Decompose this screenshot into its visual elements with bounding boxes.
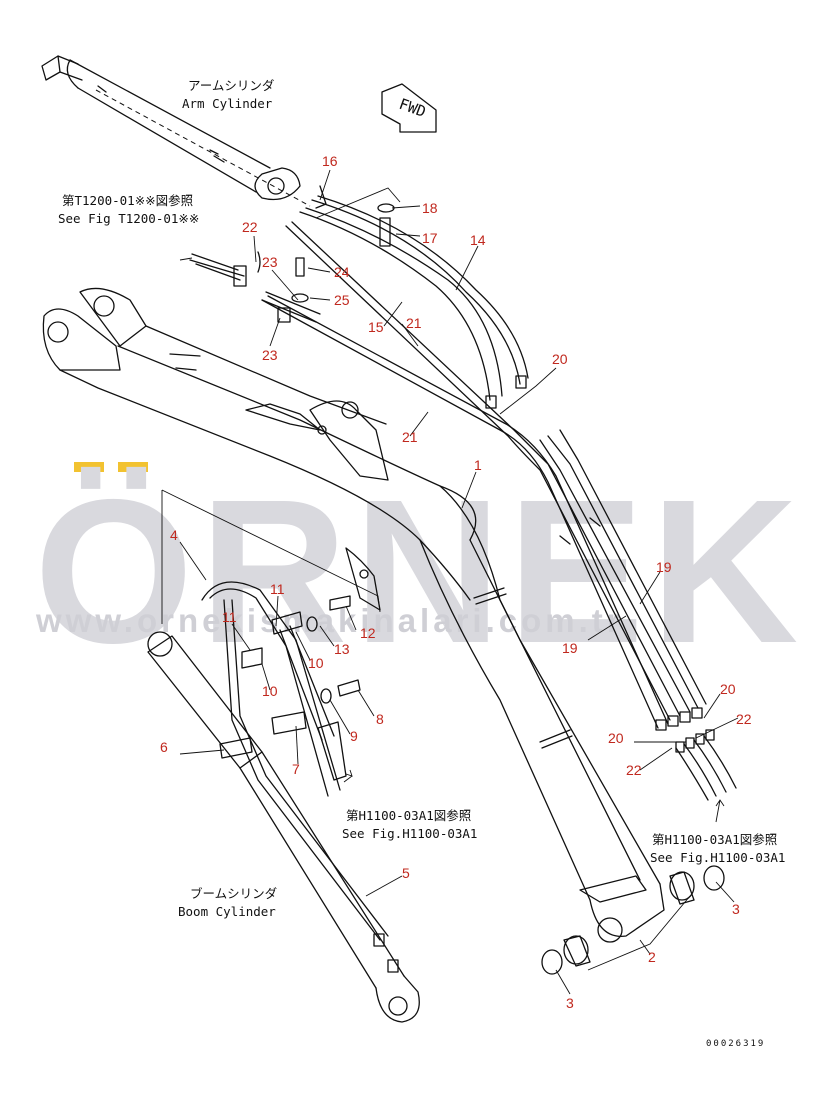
callout-2: 2 <box>648 949 656 965</box>
callout-3-left: 3 <box>566 995 574 1011</box>
callout-15: 15 <box>368 319 384 335</box>
callout-16: 16 <box>322 153 338 169</box>
callout-22-right: 22 <box>736 711 752 727</box>
callout-19-upper: 19 <box>656 559 672 575</box>
document-id: 00026319 <box>706 1039 765 1049</box>
arm-cylinder-drawing <box>41 55 311 207</box>
callout-8: 8 <box>376 711 384 727</box>
callout-21-upper: 21 <box>406 315 422 331</box>
watermark-umlaut-left <box>74 462 104 472</box>
callout-19-lower: 19 <box>562 640 578 656</box>
callout-1: 1 <box>474 457 482 473</box>
arm-cylinder-label-jp: アームシリンダ <box>188 78 274 93</box>
callout-20-upper: 20 <box>552 351 568 367</box>
boom-cylinder-label: Boom Cylinder <box>178 904 276 919</box>
clamp-hardware-lower <box>219 595 361 781</box>
callout-11-lower: 11 <box>222 609 237 625</box>
leader-lines <box>161 169 739 995</box>
watermark-url: www.ornekismakinalari.com.tr <box>35 602 624 639</box>
callout-25: 25 <box>334 292 350 308</box>
callout-10-upper: 10 <box>308 655 324 671</box>
callout-21-lower: 21 <box>402 429 418 445</box>
hose-ends-22-right <box>675 729 737 801</box>
boom-cylinder-drawing <box>147 581 420 1023</box>
callout-5: 5 <box>402 865 410 881</box>
callout-20-right: 20 <box>720 681 736 697</box>
watermark: ÖRNEK www.ornekismakinalari.com.tr <box>34 457 804 686</box>
callout-17: 17 <box>422 230 438 246</box>
boom-cylinder-label-jp: ブームシリンダ <box>190 886 277 901</box>
callout-9: 9 <box>350 728 358 744</box>
callout-24: 24 <box>334 264 350 280</box>
callout-12: 12 <box>360 625 376 641</box>
callout-11-upper: 11 <box>270 581 285 597</box>
callout-23-upper: 23 <box>262 254 278 270</box>
drawing-notes: アームシリンダ Arm Cylinder 第T1200-01※※図参照 See … <box>58 78 785 1049</box>
callout-10-lower: 10 <box>262 683 278 699</box>
callout-numbers: 16 18 17 14 22 24 23 25 15 21 23 20 21 1… <box>160 153 752 1011</box>
callout-23-lower: 23 <box>262 347 278 363</box>
ref-h1100-right-label-jp: 第H1100-03A1図参照 <box>652 832 777 847</box>
callout-7: 7 <box>292 761 300 777</box>
forward-direction-marker: FWD <box>381 83 437 133</box>
callout-13: 13 <box>334 641 350 657</box>
ref-h1100-left-label: See Fig.H1100-03A1 <box>342 826 477 841</box>
callout-4: 4 <box>170 527 178 543</box>
arm-cylinder-label: Arm Cylinder <box>182 96 273 111</box>
upper-hose-assembly <box>299 185 529 409</box>
callout-22-upper: 22 <box>242 219 258 235</box>
ref-t1200-label: See Fig T1200-01※※ <box>58 211 199 226</box>
watermark-umlaut-right <box>118 462 148 472</box>
boom-drawing <box>42 287 665 943</box>
watermark-brand: ÖRNEK <box>34 457 804 686</box>
fwd-label: FWD <box>397 95 429 121</box>
callout-18: 18 <box>422 200 438 216</box>
ref-t1200-label-jp: 第T1200-01※※図参照 <box>62 193 193 208</box>
ref-h1100-left-label-jp: 第H1100-03A1図参照 <box>346 808 471 823</box>
callout-20-left: 20 <box>608 730 624 746</box>
callout-22-left: 22 <box>626 762 642 778</box>
bushing-assembly <box>541 865 725 975</box>
callout-6: 6 <box>160 739 168 755</box>
callout-14: 14 <box>470 232 486 248</box>
callout-3-right: 3 <box>732 901 740 917</box>
ref-h1100-right-label: See Fig.H1100-03A1 <box>650 850 785 865</box>
boom-hose-assembly <box>261 221 707 731</box>
